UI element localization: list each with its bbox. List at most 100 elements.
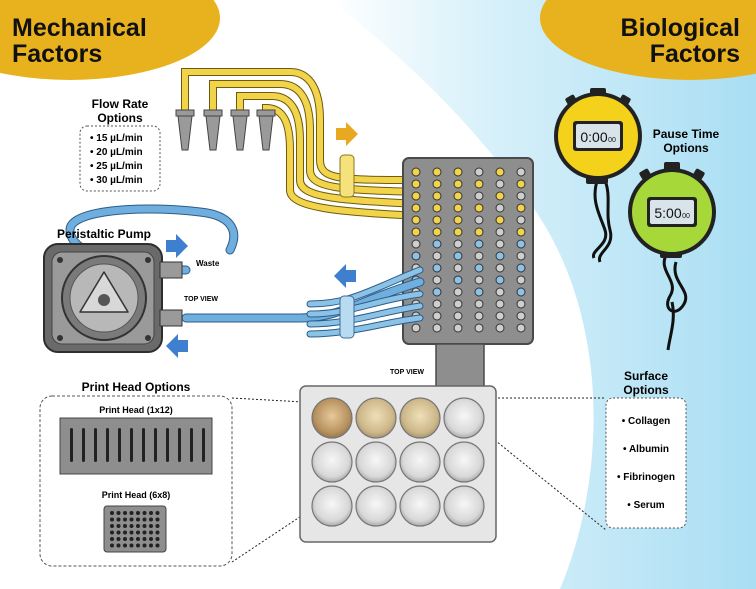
- print-head-dot: [123, 543, 127, 548]
- mechanical-header-blob: [0, 0, 220, 80]
- stopwatch-yellow-readout: 0:00: [580, 129, 607, 145]
- well: [355, 397, 397, 439]
- print-head-slot: [190, 428, 193, 462]
- printer-port: [453, 179, 463, 189]
- printer-port: [495, 167, 505, 177]
- printer-port: [453, 191, 463, 201]
- flow-rate-option: • 15 µL/min: [90, 133, 143, 144]
- print-head-dot: [149, 524, 153, 528]
- surface-box: [605, 397, 687, 529]
- print-head-slot: [118, 428, 121, 462]
- printer-port: [474, 311, 484, 321]
- printer-port: [411, 239, 421, 249]
- flow-rate-box: [79, 125, 161, 192]
- printer-port: [516, 239, 526, 249]
- print-head-dot: [149, 517, 153, 522]
- surface-option: • Collagen: [622, 416, 671, 427]
- printer-port: [453, 311, 463, 321]
- well-plate-wells: [311, 397, 485, 527]
- stopwatch-green-icon: 5:00 00: [628, 162, 716, 351]
- print-head-dot: [129, 530, 134, 535]
- print-head-dot: [129, 537, 134, 541]
- stopwatch-yellow-icon: 0:00 00: [554, 88, 642, 263]
- printer-port: [474, 239, 484, 249]
- printer-port: [495, 191, 505, 201]
- print-head-dot: [110, 511, 114, 515]
- surface-option: • Serum: [627, 500, 665, 511]
- print-head-dot: [110, 543, 114, 548]
- yellow-tube-clip: [339, 154, 355, 198]
- well: [311, 397, 353, 439]
- printer-port: [516, 227, 526, 237]
- print-head-dot: [129, 543, 134, 548]
- printer-port: [495, 179, 505, 189]
- well: [355, 441, 397, 483]
- print-head-option-6x8-label: Print Head (6x8): [102, 490, 171, 500]
- biological-header-blob: [540, 0, 756, 80]
- printer-port: [432, 251, 442, 261]
- printer-port: [495, 215, 505, 225]
- print-head-dot: [149, 543, 153, 548]
- print-head-dot: [136, 517, 140, 522]
- printer-port: [453, 323, 463, 333]
- print-head-dot: [142, 530, 147, 535]
- surface-option: • Albumin: [623, 444, 669, 455]
- printer-port: [453, 275, 463, 285]
- surface-option: • Fibrinogen: [617, 472, 675, 483]
- print-head-dot: [155, 511, 160, 515]
- print-head-dot: [123, 517, 127, 522]
- print-head-dot: [110, 537, 114, 541]
- printer-port: [516, 251, 526, 261]
- pump-top-view-label: TOP VIEW: [184, 296, 218, 303]
- sample-tube: [256, 109, 276, 151]
- surface-title-line2: Options: [623, 383, 669, 397]
- printer-port: [516, 263, 526, 273]
- print-head-dot: [123, 537, 127, 541]
- print-head-dot: [142, 511, 147, 515]
- printer-port: [516, 275, 526, 285]
- printer-top-view-label: TOP VIEW: [390, 369, 424, 376]
- well: [311, 441, 353, 483]
- flow-direction-arrow-gold: [336, 122, 358, 146]
- pump-waste-label: Waste: [196, 259, 220, 268]
- print-head-dot: [136, 543, 140, 548]
- print-head-slot: [106, 428, 109, 462]
- printer-port: [474, 323, 484, 333]
- printer-port: [432, 179, 442, 189]
- printer-port: [432, 287, 442, 297]
- stopwatch-green-readout: 5:00: [654, 205, 681, 221]
- biological-header-line2: Factors: [650, 40, 740, 68]
- printer-port: [495, 227, 505, 237]
- biological-header-line1: Biological: [621, 14, 740, 42]
- print-head-slot: [166, 428, 169, 462]
- printer-port: [474, 167, 484, 177]
- printer-port: [411, 251, 421, 261]
- printer-port: [516, 323, 526, 333]
- printer-port: [432, 323, 442, 333]
- printer-port: [411, 215, 421, 225]
- printer-port: [474, 191, 484, 201]
- printer-port: [516, 287, 526, 297]
- printer-port: [516, 215, 526, 225]
- printer-port: [453, 287, 463, 297]
- well: [311, 485, 353, 527]
- print-head-dot: [129, 517, 134, 522]
- print-head-dot: [149, 530, 153, 535]
- printer-port: [495, 239, 505, 249]
- print-head-slot: [142, 428, 145, 462]
- print-head-title: Print Head Options: [82, 380, 191, 394]
- print-head-dot: [155, 537, 160, 541]
- flow-rate-title-line1: Flow Rate: [92, 97, 149, 111]
- printer-port: [411, 179, 421, 189]
- printer-port: [516, 191, 526, 201]
- pump-arrow-right: [166, 234, 188, 258]
- pause-time-title-line1: Pause Time: [653, 127, 720, 141]
- print-head-dot: [123, 511, 127, 515]
- print-head-dot: [149, 537, 153, 541]
- print-head-dot: [116, 543, 121, 548]
- print-head-dot: [136, 537, 140, 541]
- print-head-dot: [142, 517, 147, 522]
- printer-port: [432, 239, 442, 249]
